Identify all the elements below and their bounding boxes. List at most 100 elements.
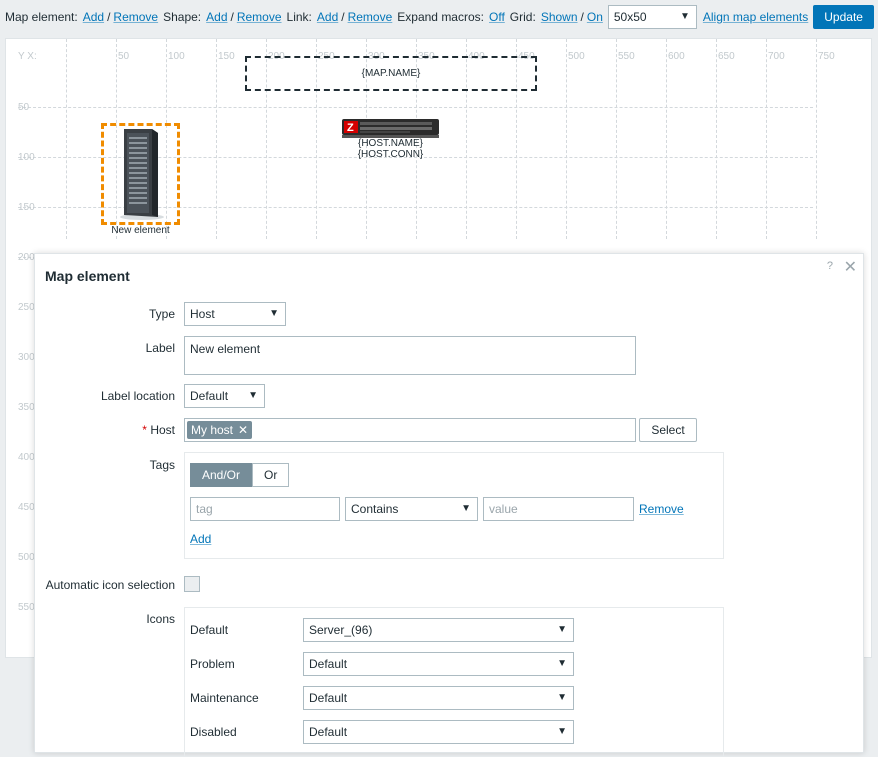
host-element-label: {HOST.NAME} {HOST.CONN} [357,138,424,160]
icon-problem-label: Problem [190,657,235,671]
tags-or-option[interactable]: Or [252,463,290,487]
type-label: Type [148,307,175,321]
y-tick-label: 250 [18,302,35,313]
map-element-dialog: Map element ? ✕ Type Host▼ Label New ele… [34,253,864,757]
align-elements-link[interactable]: Align map elements [702,10,809,24]
type-select[interactable]: Host▼ [184,302,286,326]
chevron-down-icon: ▼ [557,692,567,703]
axis-corner-label: Y X: [18,51,37,62]
grid-line-vertical [566,39,567,239]
chevron-down-icon: ▼ [269,308,279,319]
grid-on-toggle[interactable]: On [586,10,603,24]
x-tick-label: 550 [618,51,635,62]
link-add-link[interactable]: Add [316,10,339,24]
grid-line-vertical [416,39,417,239]
icon-disabled-select[interactable]: Default▼ [303,720,574,744]
grid-shown-toggle[interactable]: Shown [540,10,578,24]
y-tick-label: 100 [18,152,35,163]
tags-evaltype-toggle: And/Or Or [190,463,290,487]
grid-line-vertical [266,39,267,239]
required-marker: * [142,423,147,437]
map-element-label: Map element: [5,10,78,24]
dialog-title: Map element [45,268,130,284]
grid-line-vertical [66,39,67,239]
link-remove-link[interactable]: Remove [347,10,393,24]
x-tick-label: 650 [718,51,735,62]
host-select-button[interactable]: Select [639,418,697,442]
tag-input[interactable]: tag [190,497,340,521]
auto-icon-label: Automatic icon selection [45,578,175,592]
icon-maintenance-label: Maintenance [190,691,259,705]
icons-label: Icons [146,612,175,626]
chevron-down-icon: ▼ [557,658,567,669]
map-element-add-link[interactable]: Add [82,10,105,24]
x-tick-label: 500 [568,51,585,62]
grid-line-vertical [816,39,817,239]
shape-remove-link[interactable]: Remove [236,10,282,24]
y-tick-label: 150 [18,202,35,213]
host-label: * Host [142,423,175,437]
grid-line-vertical [466,39,467,239]
grid-line-horizontal [18,207,813,208]
grid-label: Grid: [509,10,536,24]
new-element-label: New element [111,225,170,236]
y-tick-label: 500 [18,552,35,563]
tags-box [184,452,724,559]
chevron-down-icon: ▼ [679,11,690,22]
rack-server-icon[interactable]: Z [342,117,439,142]
icon-default-select[interactable]: Server_(96)▼ [303,618,574,642]
y-tick-label: 50 [18,102,30,113]
zabbix-logo-letter: Z [347,122,354,134]
grid-line-horizontal [18,157,813,158]
grid-line-vertical [766,39,767,239]
chevron-down-icon: ▼ [248,390,258,401]
icon-problem-select[interactable]: Default▼ [303,652,574,676]
icon-maintenance-select[interactable]: Default▼ [303,686,574,710]
x-tick-label: 100 [168,51,185,62]
link-label: Link: [286,10,312,24]
x-tick-label: 700 [768,51,785,62]
host-multiselect[interactable]: My host✕ [184,418,636,442]
help-icon[interactable]: ? [826,260,833,272]
chevron-down-icon: ▼ [461,503,471,514]
auto-icon-checkbox[interactable] [184,576,200,592]
shape-label: Shape: [163,10,202,24]
y-tick-label: 350 [18,402,35,413]
chip-remove-icon[interactable]: ✕ [238,423,249,437]
shape-add-link[interactable]: Add [206,10,228,24]
x-tick-label: 600 [668,51,685,62]
chevron-down-icon: ▼ [557,624,567,635]
update-button[interactable]: Update [813,5,874,29]
label-location-select[interactable]: Default▼ [184,384,265,408]
icon-default-label: Default [190,623,229,637]
grid-size-select[interactable]: 50x50▼ [607,5,697,29]
tag-remove-link[interactable]: Remove [639,502,684,516]
tag-add-link[interactable]: Add [190,532,212,546]
tower-server-icon [119,129,164,220]
close-icon[interactable]: ✕ [843,259,857,276]
map-name-text: {MAP.NAME} [361,68,421,79]
x-tick-label: 150 [218,51,235,62]
grid-line-vertical [216,39,217,239]
tags-andor-option[interactable]: And/Or [190,463,253,487]
y-tick-label: 550 [18,602,35,613]
expand-macros-label: Expand macros: [397,10,484,24]
y-tick-label: 200 [18,252,35,263]
grid-line-horizontal [18,107,813,108]
map-toolbar: Map element: Add/Remove Shape: Add/Remov… [0,0,878,34]
x-tick-label: 750 [818,51,835,62]
selected-map-element[interactable] [101,123,180,225]
tag-operator-select[interactable]: Contains▼ [345,497,478,521]
map-element-remove-link[interactable]: Remove [113,10,159,24]
grid-line-vertical [666,39,667,239]
tags-label: Tags [149,458,175,472]
host-chip: My host✕ [187,421,253,439]
grid-line-vertical [366,39,367,239]
y-tick-label: 400 [18,452,35,463]
label-textarea[interactable]: New element [184,336,636,375]
tag-value-input[interactable]: value [483,497,634,521]
grid-line-vertical [166,39,167,239]
map-name-shape[interactable]: {MAP.NAME} [245,56,537,91]
y-tick-label: 300 [18,352,35,363]
expand-macros-toggle[interactable]: Off [489,10,505,24]
